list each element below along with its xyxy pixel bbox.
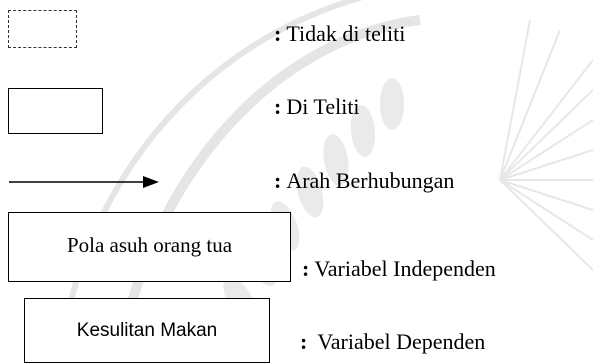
legend-colon: : <box>274 21 282 46</box>
legend-not-examined-text: Tidak di teliti <box>286 21 406 46</box>
legend-dependent: : Variabel Dependen <box>300 331 485 353</box>
legend-relationship-text: Arah Berhubungan <box>286 168 455 193</box>
legend-box-examined <box>8 88 103 134</box>
watermark-rays <box>499 19 593 271</box>
independent-variable-label: Pola asuh orang tua <box>66 233 233 257</box>
legend-independent-text: Variabel Independen <box>314 256 496 281</box>
independent-variable-box: Pola asuh orang tua <box>8 212 291 282</box>
legend-not-examined: :Tidak di teliti <box>274 23 405 45</box>
legend-dependent-text: Variabel Dependen <box>317 329 486 354</box>
legend-colon: : <box>302 256 310 281</box>
legend-colon: : <box>300 329 308 354</box>
legend-examined: :Di Teliti <box>274 96 360 118</box>
legend-box-not-examined <box>8 10 77 48</box>
legend-colon: : <box>274 94 282 119</box>
dependent-variable-box: Kesulitan Makan <box>24 298 270 363</box>
relationship-arrow-icon <box>9 176 159 188</box>
legend-relationship: :Arah Berhubungan <box>274 170 454 192</box>
legend-independent: :Variabel Independen <box>302 258 496 280</box>
dependent-variable-label: Kesulitan Makan <box>76 319 218 341</box>
legend-colon: : <box>274 168 282 193</box>
legend-examined-text: Di Teliti <box>286 94 360 119</box>
